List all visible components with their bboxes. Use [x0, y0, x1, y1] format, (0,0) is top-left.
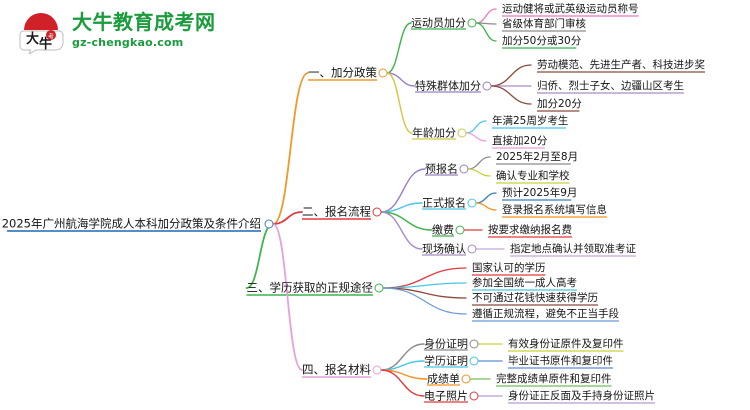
- mindmap-leaf-label[interactable]: 完整成绩单原件和复印件: [496, 372, 612, 385]
- mindmap-node-dot[interactable]: [455, 225, 465, 235]
- mindmap-leaf-label[interactable]: 2025年2月至8月: [496, 150, 579, 163]
- mindmap-subnode-label[interactable]: 年龄加分: [412, 126, 456, 140]
- mindmap-subnode-label[interactable]: 成绩单: [427, 372, 460, 386]
- mindmap-subnode-label[interactable]: 正式报名: [422, 196, 466, 210]
- mindmap-subnode-label[interactable]: 学历证明: [424, 354, 468, 368]
- mindmap-node-dot[interactable]: [372, 365, 382, 375]
- mindmap-leaf-label[interactable]: 直接加20分: [492, 134, 548, 147]
- mindmap-branch-label-2[interactable]: 二、报名流程: [302, 204, 371, 219]
- mindmap-node-dot[interactable]: [264, 219, 274, 229]
- mindmap-leaf-label[interactable]: 省级体育部门审核: [502, 17, 586, 30]
- mindmap-leaf-label[interactable]: 加分50分或30分: [502, 34, 582, 47]
- mindmap-leaf-label[interactable]: 劳动模范、先进生产者、科技进步奖: [537, 58, 705, 71]
- mindmap-leaf-label[interactable]: 年满25周岁考生: [492, 114, 569, 127]
- mindmap-branch-label-1[interactable]: 一、加分政策: [308, 65, 377, 80]
- mindmap-node-dot[interactable]: [469, 391, 479, 401]
- mindmap-node-dot[interactable]: [372, 207, 382, 217]
- logo-subtitle: gz-chengkao.com: [72, 36, 184, 49]
- mindmap-leaf-label[interactable]: 遵循正规流程，避免不正当手段: [472, 307, 619, 320]
- mindmap-subnode-label[interactable]: 预报名: [425, 162, 458, 176]
- mindmap-leaf-label[interactable]: 不可通过花钱快速获得学历: [472, 291, 598, 304]
- mindmap-subnode-label[interactable]: 现场确认: [422, 242, 466, 256]
- mindmap-node-dot[interactable]: [457, 128, 467, 138]
- mindmap-node-dot[interactable]: [469, 339, 479, 349]
- mindmap-subnode-label[interactable]: 缴费: [432, 223, 454, 237]
- mindmap-subnode-label[interactable]: 身份证明: [424, 337, 468, 351]
- mindmap-leaf-label[interactable]: 归侨、烈士子女、边疆山区考生: [537, 79, 684, 92]
- mindmap-root-label[interactable]: 2025年广州航海学院成人本科加分政策及条件介绍: [1, 216, 261, 231]
- svg-text:牛: 牛: [39, 36, 52, 52]
- mindmap-leaf-label[interactable]: 登录报名系统填写信息: [502, 203, 607, 216]
- mindmap-leaf-label[interactable]: 按要求缴纳报名费: [488, 223, 572, 236]
- mindmap-leaf-label[interactable]: 毕业证书原件和复印件: [508, 354, 613, 367]
- mindmap-node-dot[interactable]: [374, 283, 384, 293]
- mindmap-leaf-label[interactable]: 身份证正反面及手持身份证照片: [508, 389, 655, 402]
- site-logo[interactable]: 大 牛 考 大牛教育成考网 gz-chengkao.com: [18, 8, 248, 56]
- mindmap-leaf-label[interactable]: 参加全国统一成人高考: [472, 276, 577, 289]
- mindmap-node-dot[interactable]: [467, 244, 477, 254]
- mindmap-leaf-label[interactable]: 运动健将或武英级运动员称号: [502, 2, 639, 15]
- logo-text: 大牛教育成考网 gz-chengkao.com: [72, 11, 216, 50]
- mindmap-node-dot[interactable]: [378, 68, 388, 78]
- mindmap-node-dot[interactable]: [459, 164, 469, 174]
- mindmap-node-dot[interactable]: [469, 356, 479, 366]
- svg-text:考: 考: [48, 33, 54, 41]
- svg-text:大: 大: [26, 31, 39, 47]
- mindmap-leaf-label[interactable]: 加分20分: [537, 97, 582, 110]
- mindmap-subnode-label[interactable]: 运动员加分: [411, 16, 466, 30]
- mindmap-node-dot[interactable]: [467, 198, 477, 208]
- mindmap-leaf-label[interactable]: 确认专业和学校: [496, 169, 570, 182]
- logo-title: 大牛教育成考网: [72, 10, 216, 34]
- mindmap-subnode-label[interactable]: 特殊群体加分: [415, 79, 481, 93]
- mindmap-node-dot[interactable]: [482, 81, 492, 91]
- mindmap-leaf-label[interactable]: 国家认可的学历: [472, 261, 546, 274]
- mindmap-node-dot[interactable]: [467, 18, 477, 28]
- mindmap-leaf-label[interactable]: 指定地点确认并领取准考证: [510, 242, 636, 255]
- mindmap-branch-label-4[interactable]: 四、报名材料: [302, 362, 371, 377]
- daniu-logo-icon: 大 牛 考: [19, 13, 64, 54]
- mindmap-subnode-label[interactable]: 电子照片: [424, 389, 468, 403]
- mindmap-node-dot[interactable]: [461, 374, 471, 384]
- mindmap-leaf-label[interactable]: 有效身份证原件及复印件: [508, 337, 624, 350]
- mindmap-branch-label-3[interactable]: 三、学历获取的正规途径: [246, 280, 374, 295]
- mindmap-leaf-label[interactable]: 预计2025年9月: [502, 186, 578, 199]
